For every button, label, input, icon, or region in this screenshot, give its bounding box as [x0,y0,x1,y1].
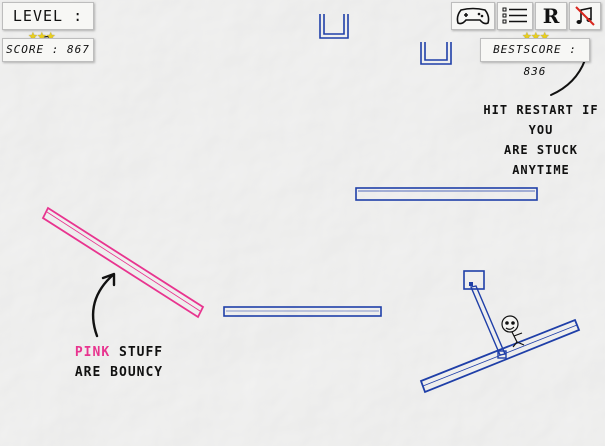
restart-hint-line-2: ARE STUCK ANYTIME [503,143,579,177]
hanging-box [463,270,485,290]
music-muted-icon [575,6,595,26]
pink-hint-rest: STUFF [110,345,164,360]
pink-bouncy-hint: PINK STUFF ARE BOUNCY [64,343,174,383]
blue-seesaw-platform [419,318,581,394]
arrow-to-bestscore [550,59,586,96]
controller-button[interactable] [451,2,495,30]
music-toggle-button[interactable] [569,2,601,30]
pendulum-rod [470,285,506,356]
restart-button[interactable]: R [535,2,567,30]
level-menu-icon [502,7,527,24]
pink-hint-line-1: PINK STUFF [64,343,174,363]
score-display: SCORE : 867 [2,38,94,62]
arrow-to-pink-bar [91,272,116,338]
level-indicator: LEVEL : 3 [2,2,94,51]
pivot-joint [497,350,507,359]
bestscore-display: BESTSCORE : 836 [480,38,590,78]
pink-hint-line-2: ARE BOUNCY [74,365,164,380]
restart-hint: HIT RESTART IF YOU ARE STUCK ANYTIME [478,100,604,180]
restart-hint-line-1: HIT RESTART IF YOU [483,103,599,137]
hanging-box-pin [469,282,473,286]
level-menu-button[interactable] [497,2,533,30]
pink-bouncy-bar-inner [46,211,201,312]
cup-goal-right [420,42,452,65]
cup-goal-left [319,14,349,39]
pink-bouncy-bar [41,206,205,319]
game-controller-icon [456,7,490,25]
pink-word: PINK [74,345,111,360]
stick-figure-character [501,315,525,348]
blue-platform-upper [355,187,538,201]
blue-platform-middle [223,306,382,317]
